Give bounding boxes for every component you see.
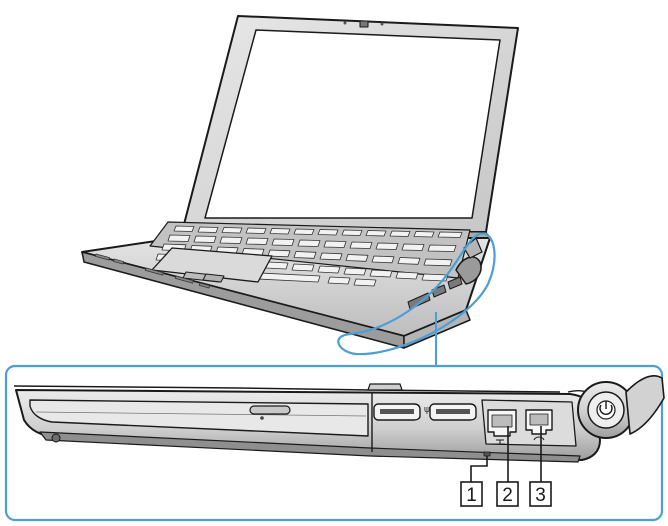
laptop-illustration [81,15,519,349]
usb-icon: ψ [424,405,430,415]
callout-2: 2 [496,481,519,507]
foot-icon [51,433,61,443]
overview-side-ports [407,276,463,310]
modem-port [525,409,553,441]
detail-side-view: ψ [13,374,665,463]
callout-3-label: 3 [535,485,546,506]
touchpad [151,247,273,283]
network-icon [495,439,505,445]
touchpad-button-right [202,273,225,283]
overview-power-plug [455,256,482,285]
callout-leaders [470,426,542,482]
modem-icon [533,436,545,441]
callout-1: 1 [460,481,483,507]
security-slot [483,451,491,457]
front-indicators [94,253,211,289]
callout-2-label: 2 [502,485,513,506]
laptop-screen [204,29,501,219]
usb-ports: ψ [373,403,477,421]
power-plug [577,374,665,439]
callout-1-label: 1 [466,485,477,506]
webcam-icon [359,20,369,28]
callout-3: 3 [529,481,552,507]
power-icon [599,401,613,415]
network-lan-port [487,409,517,445]
zoom-highlight-ellipse [337,232,496,356]
eject-indicator-icon [260,416,264,420]
eject-button [249,405,291,415]
leader-line-1 [470,456,488,482]
